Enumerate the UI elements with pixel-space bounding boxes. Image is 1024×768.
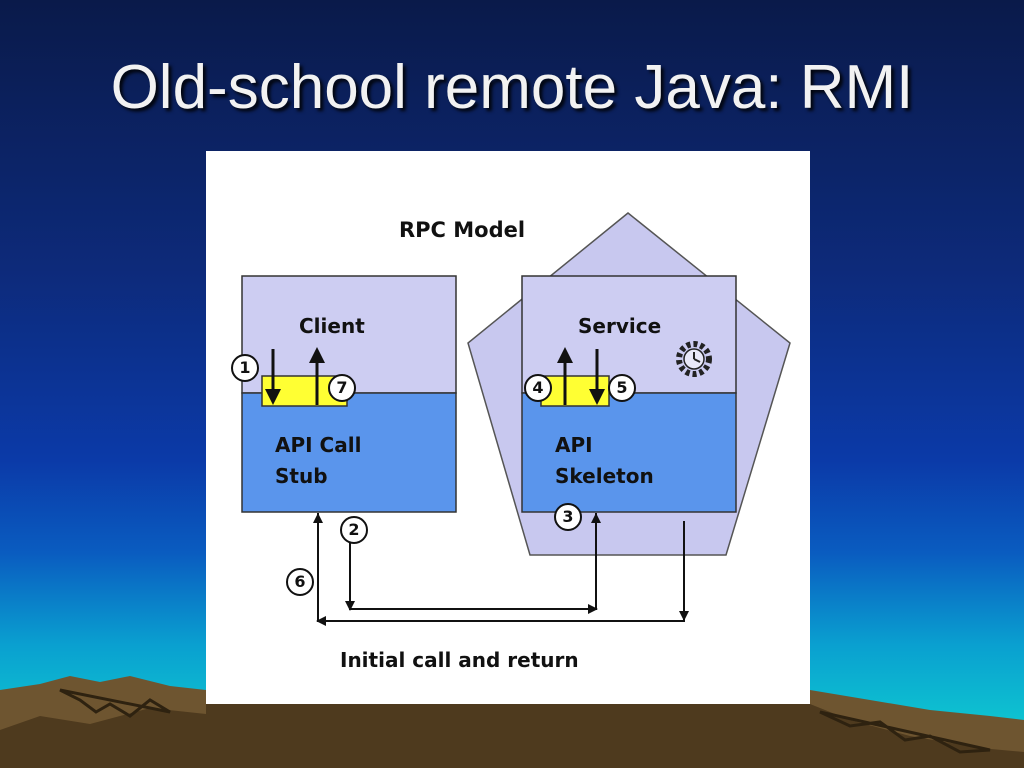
client-box (241, 275, 457, 394)
arrow-up-7 (309, 347, 325, 363)
client-label: Client (299, 314, 365, 338)
skeleton-label: API Skeleton (555, 433, 654, 488)
arrow-up-4 (557, 347, 573, 363)
stub-label: API Call Stub (275, 433, 362, 488)
diagram-title: RPC Model (399, 218, 526, 242)
service-label: Service (578, 314, 662, 338)
rpc-model-diagram: RPC Model Client API Call Stub Service A… (206, 151, 810, 704)
step-2-badge: 2 (340, 516, 368, 544)
arrow-down-1 (265, 389, 281, 405)
skeleton-box (521, 392, 737, 513)
step-6-badge: 6 (286, 568, 314, 596)
call-line (349, 513, 597, 610)
call-arrow-right (588, 604, 598, 614)
step-1-badge: 1 (231, 354, 259, 382)
return-arrow-down (679, 611, 689, 621)
step-7-badge: 7 (328, 374, 356, 402)
gear-clock-icon (676, 341, 712, 377)
return-line (317, 513, 685, 622)
diagram-shapes (241, 212, 791, 626)
return-arrow-up (313, 513, 323, 523)
arrow-down-5 (589, 389, 605, 405)
return-arrow-left (316, 616, 326, 626)
stub-box (241, 392, 457, 513)
call-arrow-down (345, 601, 355, 611)
step-5-badge: 5 (608, 374, 636, 402)
slide-title: Old-school remote Java: RMI (110, 53, 914, 122)
step-4-badge: 4 (524, 374, 552, 402)
diagram-caption: Initial call and return (340, 648, 579, 672)
call-arrow-up (591, 513, 601, 523)
step-3-badge: 3 (554, 503, 582, 531)
